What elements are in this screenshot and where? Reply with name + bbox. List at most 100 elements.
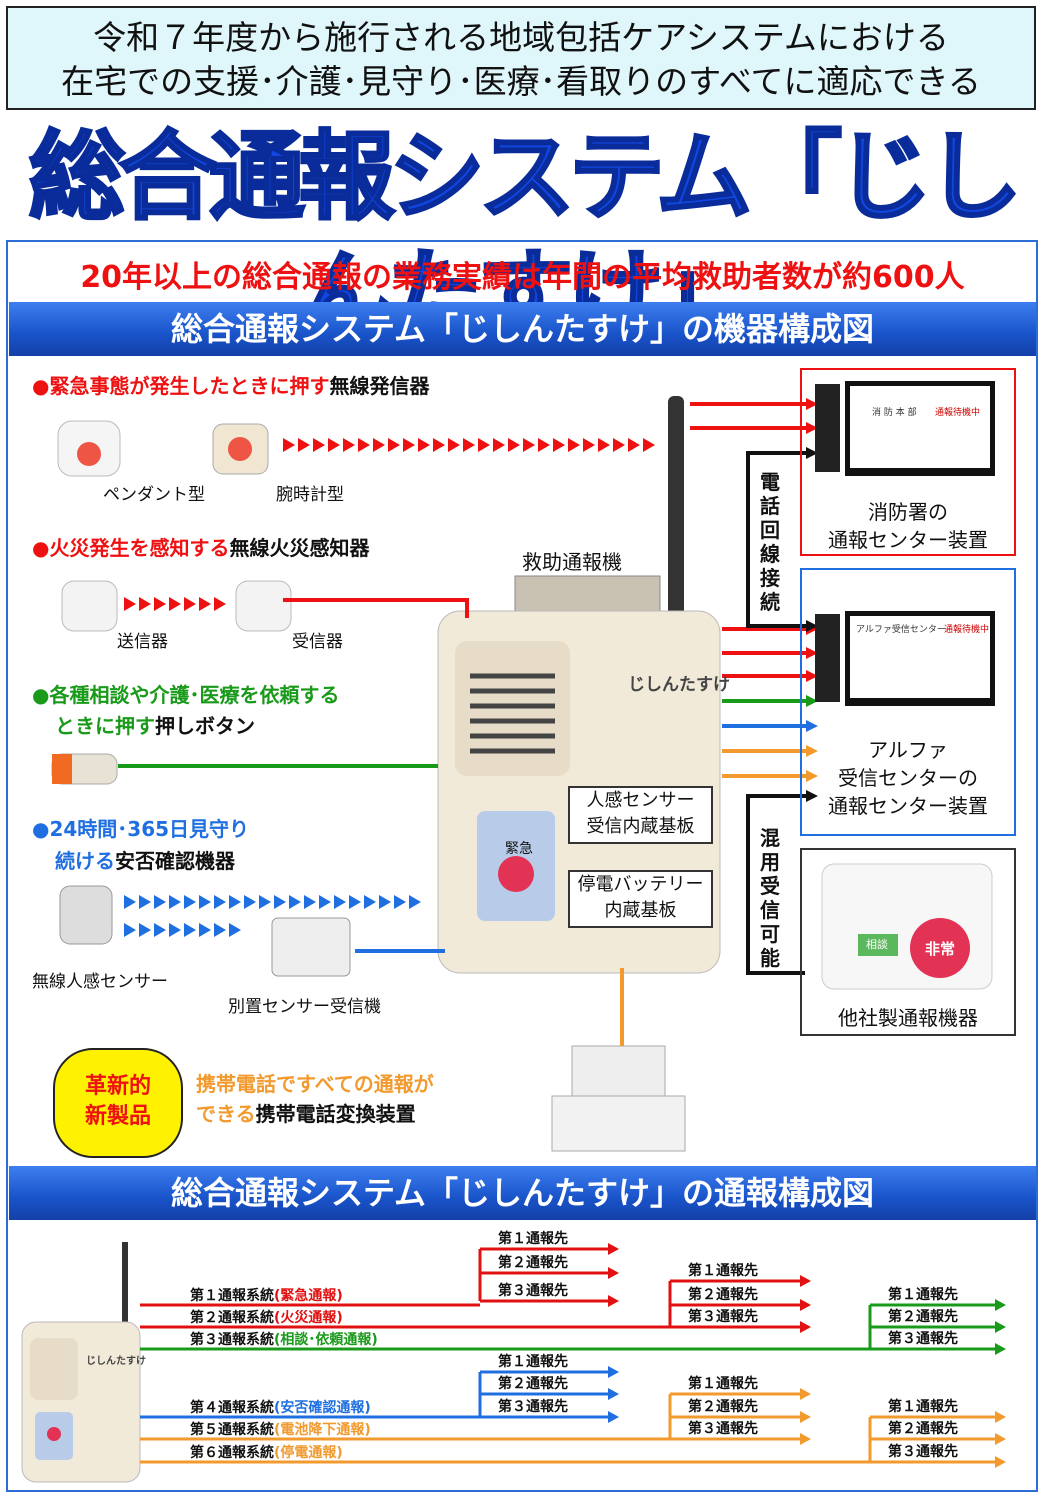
separate-receiver-label: 別置センサー受信機: [228, 997, 381, 1017]
flow-arrowhead: [995, 1456, 1006, 1468]
fire-receiver: [235, 580, 292, 632]
signal-arrow: [289, 895, 301, 909]
signal-arrow: [229, 895, 241, 909]
flow-arrowhead: [995, 1343, 1006, 1355]
destination-label: 第２通報先: [888, 1421, 958, 1437]
fire-signal-arrows: [124, 597, 226, 611]
transmitter-label: 送信器: [117, 632, 168, 652]
pendant-signal-arrows: [283, 438, 655, 452]
emergency-button-dot: [498, 856, 534, 892]
other-device-box: [800, 848, 1016, 1036]
signal-arrow: [628, 438, 640, 452]
flow-arrowhead: [800, 1411, 811, 1423]
signal-arrow: [583, 438, 595, 452]
signal-arrow: [214, 597, 226, 611]
signal-arrow: [199, 923, 211, 937]
flow-arrowhead: [800, 1299, 811, 1311]
signal-arrow: [154, 923, 166, 937]
signal-arrow: [508, 438, 520, 452]
destination-label: 第２通報先: [888, 1309, 958, 1325]
destination-label: 第１通報先: [888, 1287, 958, 1303]
new-product-badge: 革新的新製品: [53, 1048, 183, 1158]
signal-arrow: [478, 438, 490, 452]
signal-arrow: [358, 438, 370, 452]
signal-arrow: [343, 438, 355, 452]
emergency-button-label: 緊急: [505, 841, 533, 857]
board-battery: 停電バッテリー内蔵基板: [568, 870, 713, 928]
destination-label: 第２通報先: [688, 1287, 758, 1303]
signal-arrow: [448, 438, 460, 452]
flow-arrowhead: [995, 1411, 1006, 1423]
signal-arrow: [154, 895, 166, 909]
signal-arrow: [643, 438, 655, 452]
signal-arrow: [403, 438, 415, 452]
signal-arrow: [169, 895, 181, 909]
section1-title: 総合通報システム「じしんたすけ」の機器構成図: [9, 302, 1036, 356]
wall-bracket: [514, 575, 661, 617]
screen2-status: 通報待機中: [944, 625, 990, 635]
signal-arrow: [124, 597, 136, 611]
signal-arrow: [313, 438, 325, 452]
mobile-converter-device: [551, 1095, 686, 1152]
signal-arrow: [319, 895, 331, 909]
system-category: (電池降下通報): [274, 1422, 371, 1438]
signal-arrow: [229, 923, 241, 937]
motion-sensor-label: 無線人感センサー: [32, 972, 168, 992]
fire-line: [283, 598, 469, 618]
sensor-signal-arrows: [124, 895, 421, 909]
watch-heading-2: 続ける安否確認機器: [55, 849, 235, 873]
signal-arrow: [274, 895, 286, 909]
system-category: (安否確認通報): [274, 1400, 371, 1416]
signal-arrow: [214, 923, 226, 937]
signal-arrow: [214, 895, 226, 909]
signal-arrow: [184, 923, 196, 937]
system-category: (相談･依頼通報): [274, 1332, 378, 1348]
signal-arrow: [244, 895, 256, 909]
destination-label: 第３通報先: [688, 1309, 758, 1325]
signal-arrow: [493, 438, 505, 452]
screen2-title: アルファ受信センター: [856, 625, 946, 635]
system-label: 第１通報系統(緊急通報): [190, 1288, 343, 1304]
other-device-alarm: [910, 918, 970, 978]
consult-heading-2: ときに押す押しボタン: [55, 714, 255, 738]
signal-arrow: [304, 895, 316, 909]
signal-arrow: [364, 895, 376, 909]
receiver-label: 受信器: [292, 632, 343, 652]
wrist-label: 腕時計型: [276, 485, 344, 505]
signal-arrow: [394, 895, 406, 909]
signal-arrow: [553, 438, 565, 452]
system-category: (緊急通報): [274, 1288, 343, 1304]
mixed-label: 混用受信可能: [760, 826, 780, 970]
system-label: 第４通報系統(安否確認通報): [190, 1400, 371, 1416]
signal-arrow: [409, 895, 421, 909]
flow-diagram: [21, 1242, 1006, 1483]
signal-arrow: [124, 895, 136, 909]
signal-arrow: [298, 438, 310, 452]
motion-sensor-device: [59, 885, 113, 945]
flow-arrowhead: [608, 1243, 619, 1255]
pendant-label: ペンダント型: [103, 485, 205, 505]
signal-arrow: [418, 438, 430, 452]
signal-arrow: [139, 923, 151, 937]
separate-receiver-device: [271, 917, 351, 977]
main-device-label: 救助通報機: [522, 550, 622, 574]
system-label: 第６通報系統(停電通報): [190, 1445, 343, 1461]
flow-arrowhead: [995, 1433, 1006, 1445]
section2-title: 総合通報システム「じしんたすけ」の通報構成図: [9, 1166, 1036, 1220]
center-lines: [690, 402, 810, 975]
destination-label: 第２通報先: [688, 1399, 758, 1415]
fire-dept-label: 消防署の通報センター装置: [828, 500, 988, 552]
screen1-status: 通報待機中: [935, 408, 981, 418]
other-device-consult: [858, 934, 898, 956]
consult-heading-1: ●各種相談や介護･医療を依頼する: [32, 683, 340, 707]
signal-arrow: [199, 597, 211, 611]
speaker-slots: [470, 673, 555, 754]
fire-heading: ●火災発生を感知する無線火災感知器: [32, 536, 370, 560]
signal-arrow: [169, 597, 181, 611]
flow-arrowhead: [608, 1388, 619, 1400]
subtitle: 20年以上の総合通報の業務実績は年間の平均救助者数が約600人: [80, 260, 965, 295]
destination-label: 第３通報先: [688, 1421, 758, 1437]
flow-device-brand: じしんたすけ: [86, 1356, 146, 1367]
signal-arrow: [259, 895, 271, 909]
flow-arrowhead: [800, 1388, 811, 1400]
